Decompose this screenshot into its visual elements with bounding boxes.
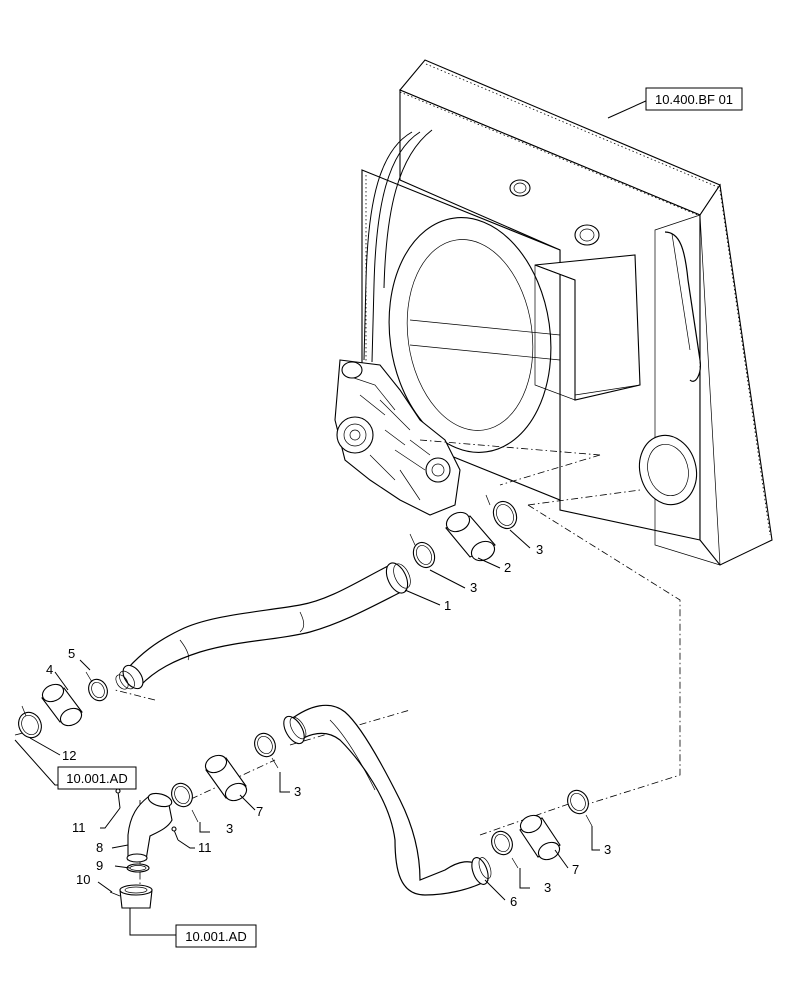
callout-7: 7: [256, 804, 263, 819]
clamp-3-upper-right: [485, 494, 518, 530]
fitting-10: [109, 884, 153, 909]
callout-11: 11: [198, 840, 212, 855]
sleeve-2: [445, 511, 496, 562]
callout-3: 3: [604, 842, 611, 857]
ref-box-bottom-pipe[interactable]: 10.001.AD: [175, 924, 257, 948]
callout-10: 10: [76, 872, 90, 887]
turbocharger-assembly: [334, 359, 461, 516]
callout-6: 6: [510, 894, 517, 909]
ref-box-left-pipe[interactable]: 10.001.AD: [57, 766, 137, 790]
screw-11-upper: [115, 788, 121, 809]
clamp-3-elbow: [171, 782, 199, 823]
callout-3: 3: [544, 880, 551, 895]
callout-3: 3: [294, 784, 301, 799]
callout-2: 2: [504, 560, 511, 575]
lower-intake-hose: [283, 704, 492, 896]
leader-lines: [14, 99, 649, 936]
clamp-5: [85, 671, 108, 702]
sleeve-7-lower: [519, 814, 561, 861]
upper-intake-hose: [115, 562, 411, 690]
ref-label-bottom-pipe: 10.001.AD: [185, 929, 246, 944]
o-ring-9: [126, 863, 150, 873]
ref-label-radiator: 10.400.BF 01: [655, 92, 733, 107]
callout-3: 3: [226, 821, 233, 836]
callout-numbers: 1 2 3 3 4 5 12 7 3 3 11 11 8 9 10 3 7 3 …: [46, 542, 611, 909]
clamp-3-upper-left: [409, 533, 436, 569]
callout-4: 4: [46, 662, 53, 677]
ref-label-left-pipe: 10.001.AD: [66, 771, 127, 786]
callout-9: 9: [96, 858, 103, 873]
clamp-3-lower-right: [567, 789, 593, 827]
elbow-8: [126, 792, 173, 863]
callout-3: 3: [470, 580, 477, 595]
callout-8: 8: [96, 840, 103, 855]
clamp-3-lower-mid: [491, 830, 519, 869]
clamp-3-mid: [254, 732, 279, 769]
callout-12: 12: [62, 748, 76, 763]
sleeve-7-upper: [204, 754, 248, 802]
sleeve-4: [41, 683, 83, 727]
clamp-12: [18, 705, 42, 739]
callout-5: 5: [68, 646, 75, 661]
callout-11: 11: [72, 820, 86, 835]
ref-box-radiator[interactable]: 10.400.BF 01: [645, 87, 743, 111]
callout-3: 3: [536, 542, 543, 557]
screw-11-lower: [171, 826, 179, 841]
callout-7: 7: [572, 862, 579, 877]
callout-1: 1: [444, 598, 451, 613]
